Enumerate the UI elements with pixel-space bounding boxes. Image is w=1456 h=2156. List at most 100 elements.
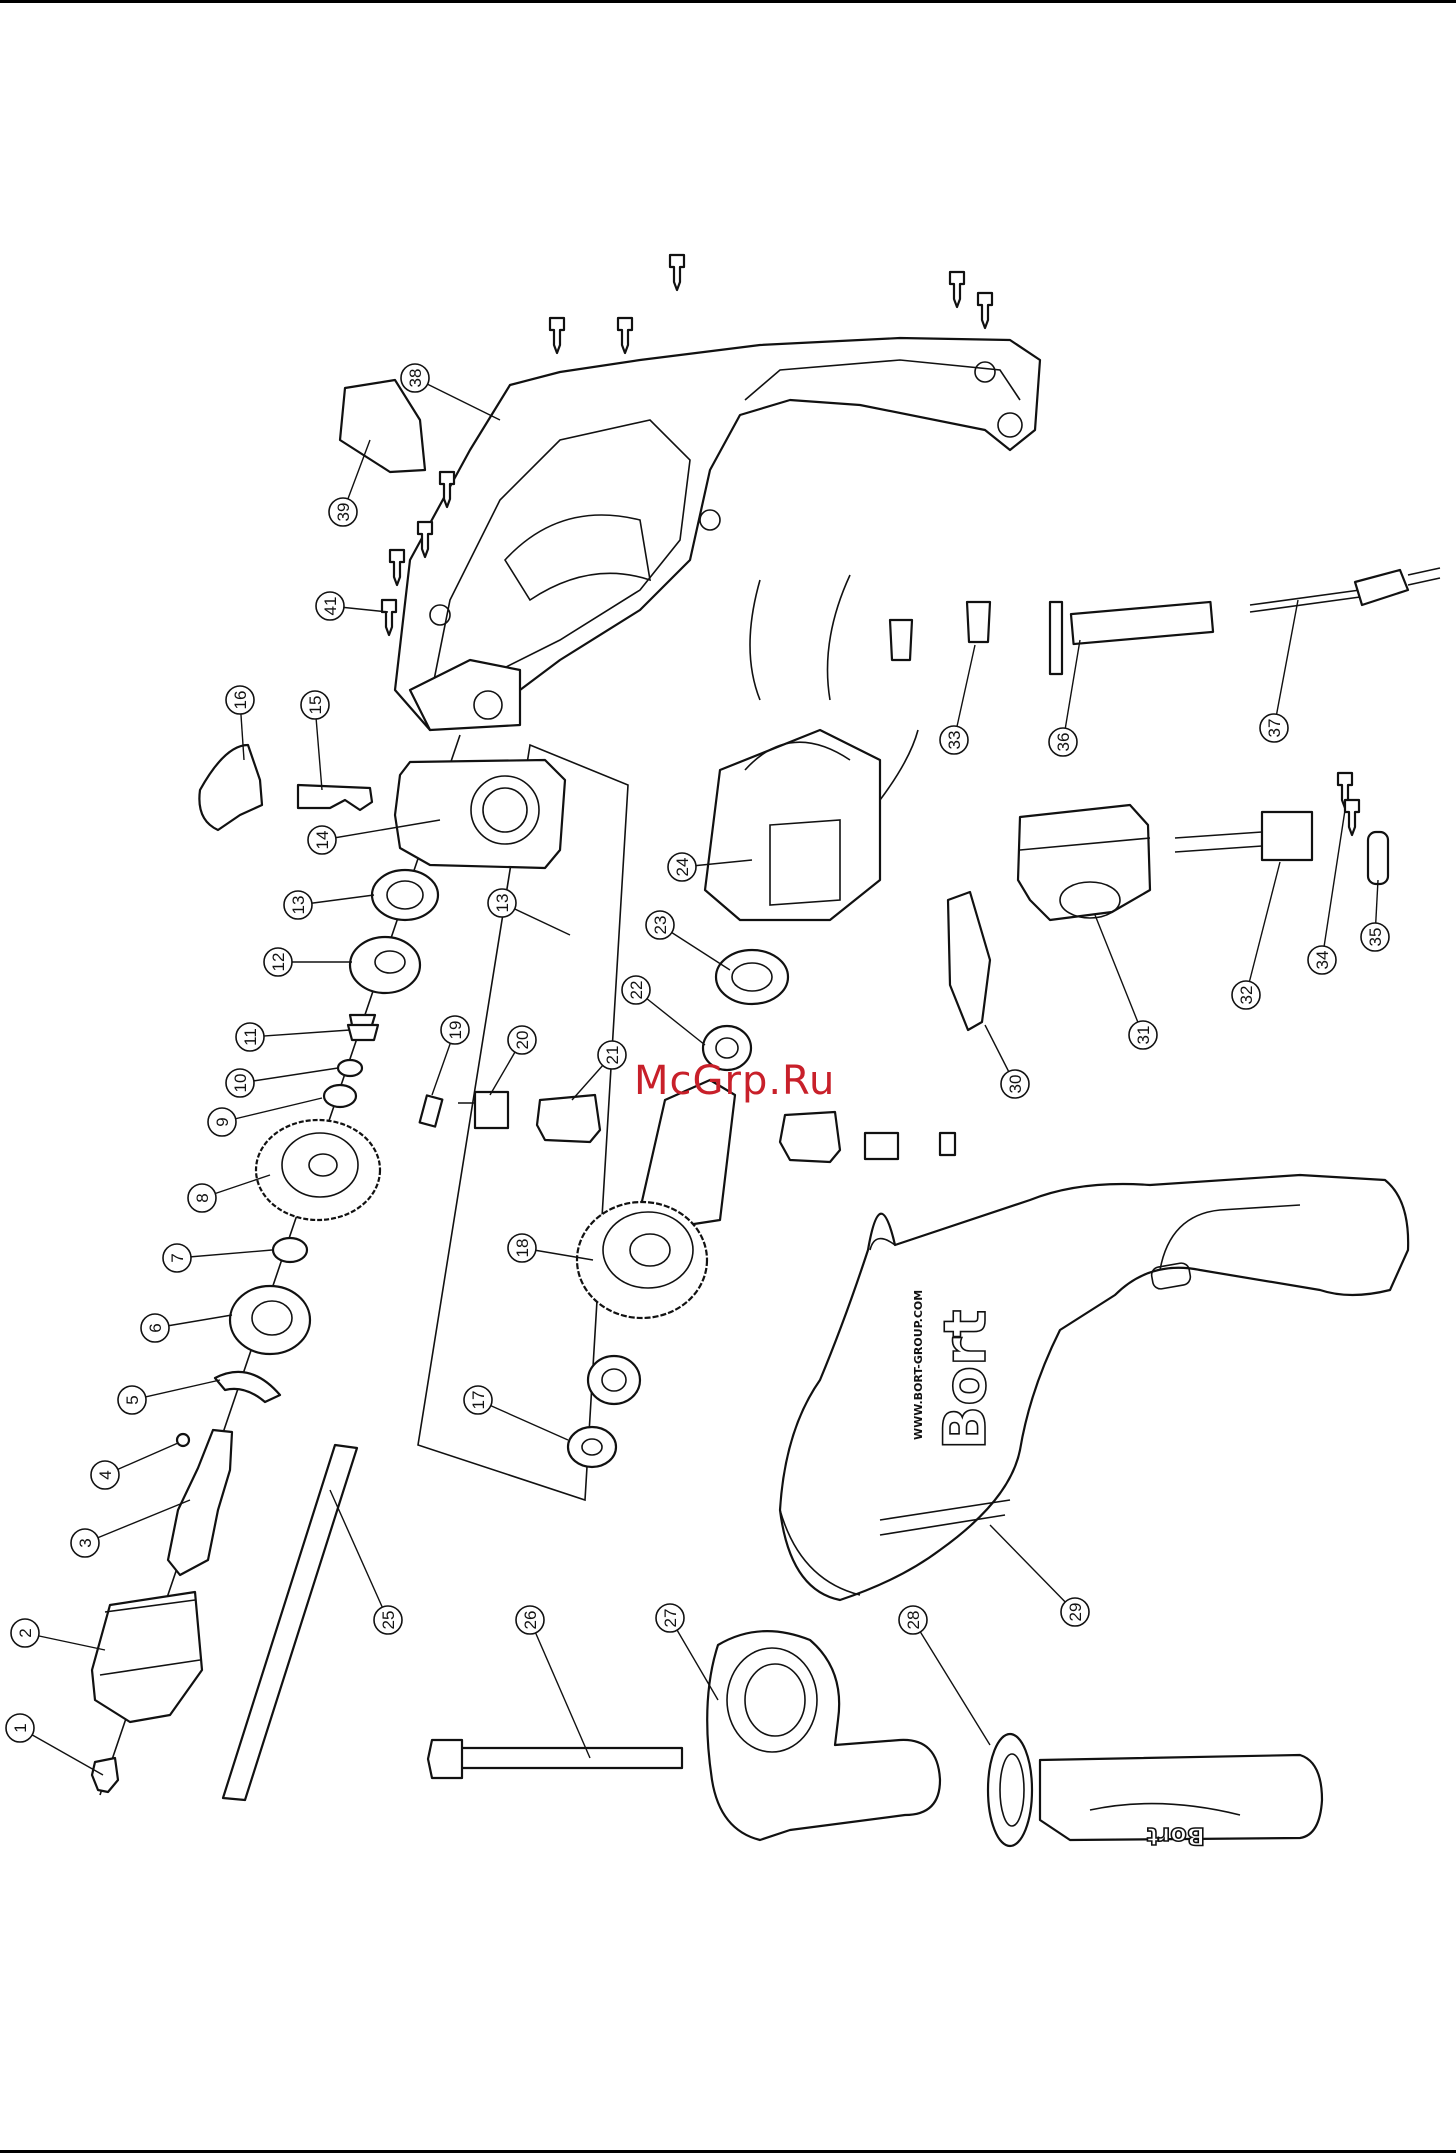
- trigger-button-part: [948, 892, 990, 1030]
- callout-number: 34: [1313, 951, 1332, 970]
- drill-body-part: Bort WWW.BORT-GROUP.COM: [780, 1175, 1408, 1600]
- callout-number: 5: [123, 1395, 142, 1404]
- gear-housing-part: [395, 760, 565, 868]
- callout-32: 32: [1232, 981, 1260, 1009]
- brush-holder-part: [537, 1095, 600, 1142]
- washer-large-part: [324, 1085, 356, 1107]
- callout-number: 20: [513, 1031, 532, 1050]
- callout-1: 1: [6, 1714, 34, 1742]
- side-handle-clamp-part: [707, 1631, 940, 1840]
- callout-number: 29: [1066, 1603, 1085, 1622]
- capacitor-part: [1175, 812, 1312, 860]
- callout-number: 38: [406, 369, 425, 388]
- leader-line: [1063, 640, 1080, 742]
- cord-clamp-part: [1368, 832, 1388, 884]
- armature-washer-part: [568, 1427, 616, 1467]
- callout-number: 28: [904, 1611, 923, 1630]
- callout-25: 25: [374, 1606, 402, 1634]
- callout-number: 19: [446, 1021, 465, 1040]
- handle-rod-part: [1050, 602, 1213, 674]
- housing-half-part: [395, 338, 1040, 730]
- callout-number: 35: [1366, 928, 1385, 947]
- callout-number: 21: [603, 1046, 622, 1065]
- washer-part: [338, 1060, 362, 1076]
- callout-number: 6: [146, 1323, 165, 1332]
- callout-number: 30: [1006, 1075, 1025, 1094]
- callout-2: 2: [11, 1619, 39, 1647]
- leader-line: [1095, 915, 1143, 1035]
- bearing-part: [372, 870, 438, 920]
- callout-8: 8: [188, 1184, 216, 1212]
- callout-29: 29: [1061, 1598, 1089, 1626]
- label-plate-part: [340, 380, 425, 472]
- callout-number: 27: [661, 1609, 680, 1628]
- leader-line: [530, 1620, 590, 1758]
- spring-part: [348, 1015, 378, 1040]
- callout-number: 9: [213, 1117, 232, 1126]
- callout-36: 36: [1049, 728, 1077, 756]
- callout-41: 41: [316, 592, 344, 620]
- lock-plate-part: [298, 785, 372, 810]
- brush-springs-part: [890, 602, 990, 660]
- callout-33: 33: [940, 726, 968, 754]
- callout-37: 37: [1260, 714, 1288, 742]
- hex-key-part: [223, 1445, 357, 1800]
- main-gear-part: [256, 1120, 380, 1220]
- callout-11: 11: [236, 1023, 264, 1051]
- leader-line: [240, 1068, 338, 1083]
- side-handle-brand-logo: Bort: [1147, 1822, 1205, 1850]
- callout-number: 12: [269, 953, 288, 972]
- callout-21: 21: [598, 1041, 626, 1069]
- power-cord-plug-part: [1250, 568, 1440, 612]
- callout-26: 26: [516, 1606, 544, 1634]
- callout-6: 6: [141, 1314, 169, 1342]
- callout-number: 10: [231, 1074, 250, 1093]
- callout-number: 18: [513, 1239, 532, 1258]
- carbon-brush-small-part: [940, 1133, 955, 1155]
- watermark-text: McGrp.Ru: [634, 1058, 835, 1104]
- brush-holder-spring-part: [458, 1092, 508, 1128]
- drill-brand-logo: Bort: [931, 1310, 999, 1450]
- callout-number: 24: [673, 858, 692, 877]
- chuck-screw-part: [92, 1758, 118, 1792]
- ball-part: [177, 1434, 189, 1446]
- callout-number: 7: [168, 1253, 187, 1262]
- callout-10: 10: [226, 1069, 254, 1097]
- callout-31: 31: [1129, 1021, 1157, 1049]
- depth-gauge-rod-part: [428, 1740, 682, 1778]
- spindle-bearing-part: [230, 1286, 310, 1354]
- circlip-part: [273, 1238, 307, 1262]
- rubber-ring-part: [716, 950, 788, 1004]
- callout-18: 18: [508, 1234, 536, 1262]
- spindle-part: [168, 1430, 232, 1575]
- callout-number: 15: [306, 696, 325, 715]
- callout-number: 39: [334, 503, 353, 522]
- callout-3: 3: [71, 1529, 99, 1557]
- leader-line: [990, 1525, 1075, 1612]
- callout-20: 20: [508, 1026, 536, 1054]
- callout-30: 30: [1001, 1070, 1029, 1098]
- callout-7: 7: [163, 1244, 191, 1272]
- callout-39: 39: [329, 498, 357, 526]
- callout-number: 14: [313, 831, 332, 850]
- callout-number: 41: [321, 597, 340, 616]
- callout-24: 24: [668, 853, 696, 881]
- callout-number: 17: [469, 1391, 488, 1410]
- callout-number: 32: [1237, 986, 1256, 1005]
- bearing-seat-part: [350, 937, 420, 993]
- callout-22: 22: [622, 976, 650, 1004]
- callout-number: 22: [627, 981, 646, 1000]
- callout-number: 2: [16, 1628, 35, 1637]
- leader-line: [1274, 600, 1298, 728]
- callout-number: 11: [241, 1028, 260, 1046]
- leader-line: [222, 1098, 322, 1122]
- callout-number: 4: [96, 1470, 115, 1479]
- drill-chuck-part: [92, 1592, 202, 1722]
- carbon-brush-part: [420, 1095, 443, 1126]
- callout-number: 37: [1265, 719, 1284, 738]
- leader-line: [330, 1490, 388, 1620]
- callout-34: 34: [1308, 946, 1336, 974]
- callout-14: 14: [308, 826, 336, 854]
- drill-website-text: WWW.BORT-GROUP.COM: [912, 1290, 925, 1440]
- callout-13: 13: [284, 891, 312, 919]
